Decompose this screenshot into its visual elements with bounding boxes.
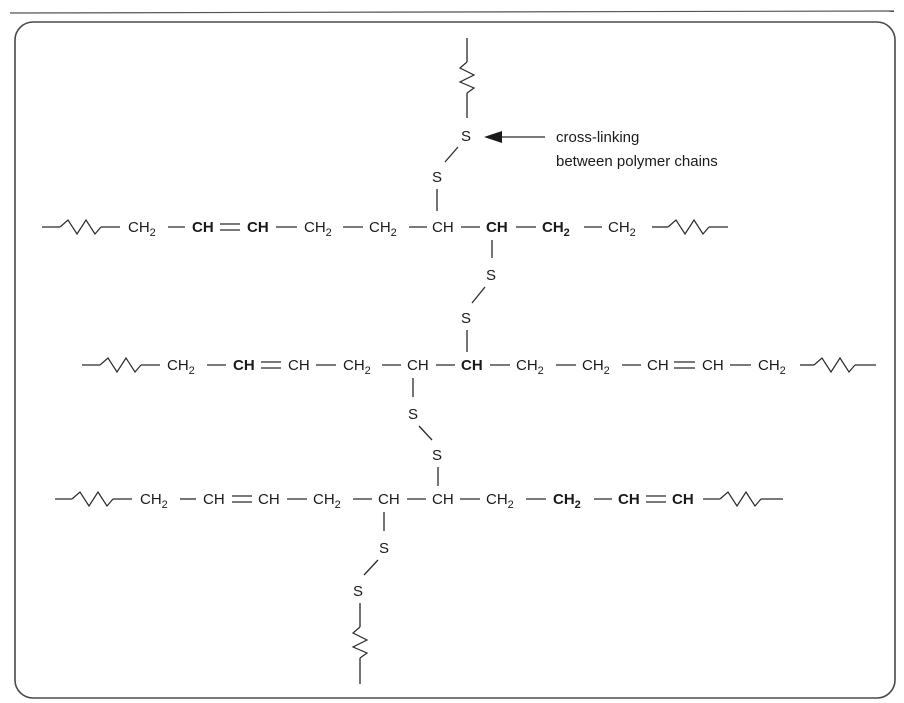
sulfur-atom: S — [432, 169, 442, 186]
chain-atom: CH — [702, 357, 724, 374]
chain-atom: CH2 — [369, 219, 397, 239]
chain-atom: CH — [378, 491, 400, 508]
top-edge-line — [9, 10, 895, 14]
chain-atom: CH — [432, 219, 454, 236]
chain-atom: CH — [672, 491, 694, 508]
chain-atom: CH2 — [167, 357, 195, 377]
chain-atom: CH2 — [486, 491, 514, 511]
polymer-chain-3: CH2 CH CH CH2 CH CH CH2 CH2 CH CH — [55, 490, 783, 511]
chain-atom: CH — [647, 357, 669, 374]
chain-atom: CH — [203, 491, 225, 508]
crosslink-2-3: S S — [408, 378, 442, 486]
sulfur-atom: S — [461, 310, 471, 327]
chain-atom: CH — [288, 357, 310, 374]
sulfur-atom: S — [353, 583, 363, 600]
chain-atom: CH2 — [516, 357, 544, 377]
chain-atom: CH — [618, 491, 640, 508]
chain-atom: CH2 — [582, 357, 610, 377]
chain-atom: CH2 — [140, 491, 168, 511]
chain-atom: CH — [192, 219, 214, 236]
chain-atom: CH — [258, 491, 280, 508]
sulfur-atom: S — [486, 267, 496, 284]
chain-atom: CH2 — [542, 219, 570, 239]
sulfur-atom: S — [461, 128, 471, 145]
chain-atom: CH — [407, 357, 429, 374]
top-crosslink: S S — [432, 38, 476, 211]
crosslink-annotation: cross-linking between polymer chains — [484, 129, 718, 170]
polymer-chain-1: CH2 CH CH CH2 CH2 CH CH CH2 CH2 — [42, 218, 728, 239]
annotation-line-2: between polymer chains — [556, 153, 718, 170]
sulfur-atom: S — [408, 406, 418, 423]
chain-atom: CH — [461, 357, 483, 374]
sulfur-atom: S — [432, 447, 442, 464]
sulfur-atom: S — [379, 540, 389, 557]
chain-atom: CH — [486, 219, 508, 236]
crosslink-1-2: S S — [461, 240, 496, 352]
chain-atom: CH2 — [608, 219, 636, 239]
diagram-frame — [14, 21, 896, 699]
annotation-line-1: cross-linking — [556, 129, 639, 146]
chain-atom: CH2 — [553, 491, 581, 511]
bottom-crosslink: S S — [351, 512, 389, 684]
chain-atom: CH2 — [313, 491, 341, 511]
chain-atom: CH2 — [343, 357, 371, 377]
chain-atom: CH — [432, 491, 454, 508]
polymer-chain-2: CH2 CH CH CH2 CH CH CH2 CH2 CH CH CH2 — [82, 356, 876, 377]
chain-atom: CH — [247, 219, 269, 236]
chain-atom: CH2 — [758, 357, 786, 377]
chain-atom: CH — [233, 357, 255, 374]
arrow-head-icon — [484, 131, 502, 143]
chain-atom: CH2 — [128, 219, 156, 239]
chain-atom: CH2 — [304, 219, 332, 239]
